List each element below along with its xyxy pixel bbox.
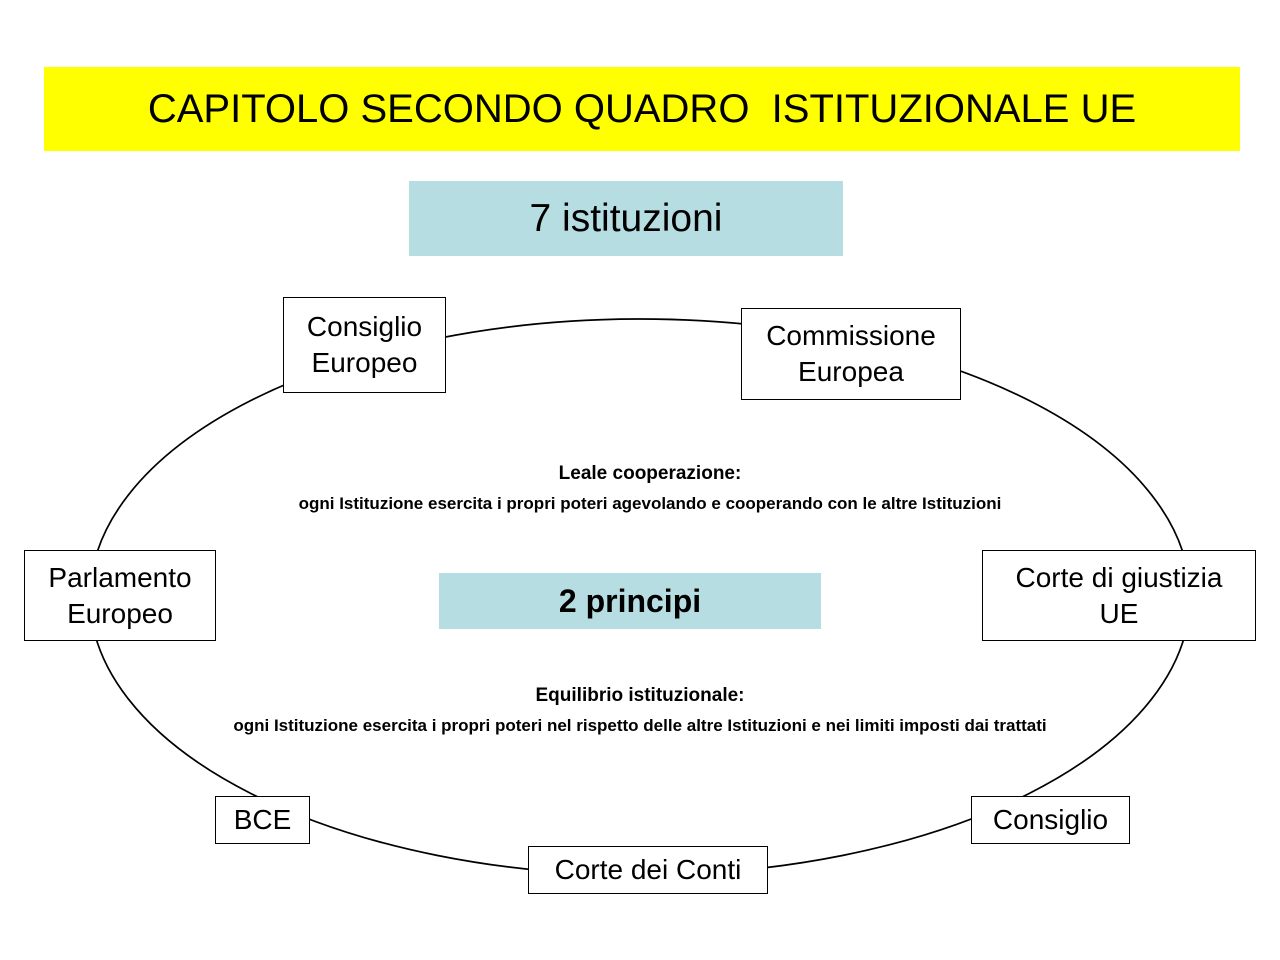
node-corte-dei-conti[interactable]: Corte dei Conti — [528, 846, 768, 894]
node-consiglio-europeo[interactable]: Consiglio Europeo — [283, 297, 446, 393]
principles-count-label: 2 principi — [558, 582, 702, 619]
node-corte-di-giustizia-ue[interactable]: Corte di giustizia UE — [982, 550, 1256, 641]
node-corte-dei-conti-label: Corte dei Conti — [554, 854, 742, 886]
node-consiglio-label: Consiglio — [992, 804, 1109, 836]
principle-leale-cooperazione-heading: Leale cooperazione: — [558, 463, 742, 484]
node-bce[interactable]: BCE — [215, 796, 310, 844]
principle-leale-cooperazione: Leale cooperazione: ogni Istituzione ese… — [240, 460, 1060, 515]
slide-title-banner: CAPITOLO SECONDO QUADRO ISTITUZIONALE UE — [44, 67, 1240, 151]
node-bce-label: BCE — [233, 804, 292, 836]
node-corte-di-giustizia-ue-label: Corte di giustizia UE — [1015, 561, 1223, 629]
principle-leale-cooperazione-body: ogni Istituzione esercita i propri poter… — [298, 493, 1002, 513]
node-consiglio[interactable]: Consiglio — [971, 796, 1130, 844]
node-consiglio-europeo-label: Consiglio Europeo — [306, 311, 423, 378]
node-commissione-europea-label: Commissione Europea — [766, 320, 936, 387]
principle-equilibrio-istituzionale: Equilibrio istituzionale: ogni Istituzio… — [200, 682, 1080, 737]
institutions-count-label: 7 istituzioni — [529, 196, 723, 240]
principle-equilibrio-istituzionale-heading: Equilibrio istituzionale: — [535, 685, 745, 706]
principle-equilibrio-istituzionale-body: ogni Istituzione esercita i propri poter… — [233, 715, 1047, 735]
page-title: CAPITOLO SECONDO QUADRO ISTITUZIONALE UE — [147, 87, 1137, 131]
principles-count-band: 2 principi — [439, 573, 821, 629]
node-parlamento-europeo[interactable]: Parlamento Europeo — [24, 550, 216, 641]
institutions-count-band: 7 istituzioni — [409, 181, 843, 256]
node-commissione-europea[interactable]: Commissione Europea — [741, 308, 961, 400]
node-parlamento-europeo-label: Parlamento Europeo — [48, 561, 192, 629]
